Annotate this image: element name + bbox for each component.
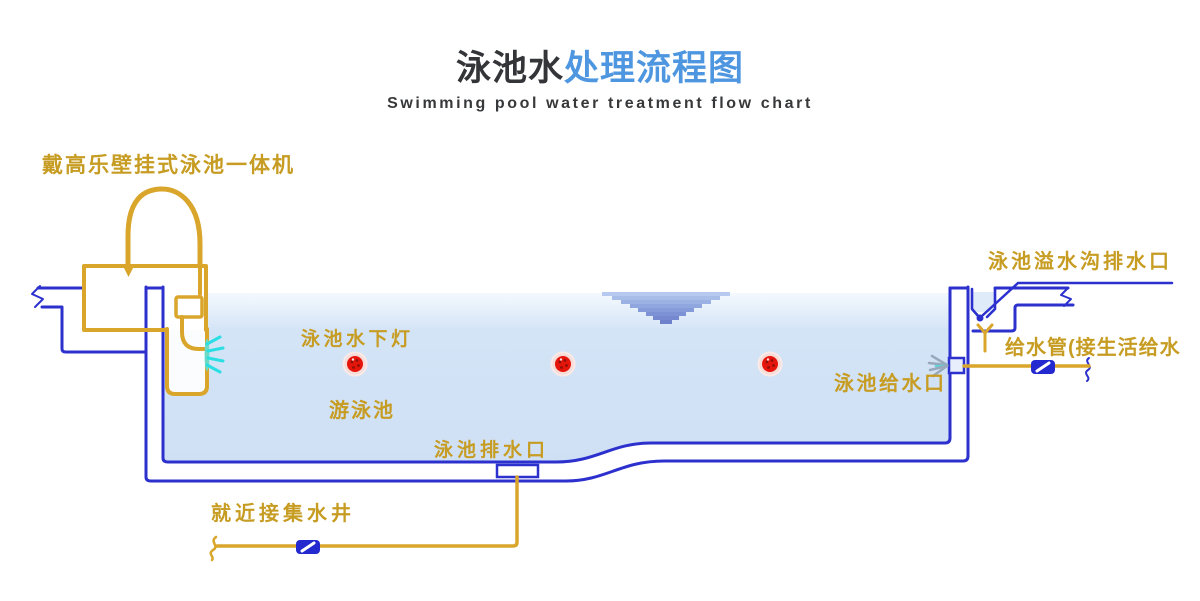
pool-structure — [31, 285, 1091, 483]
underwater-light-icon — [757, 351, 783, 377]
inlet-fitting-icon — [947, 356, 966, 375]
label-collection-well: 就近接集水井 — [211, 503, 355, 525]
gold-pipework — [82, 186, 1091, 562]
page-title-black: 泳池水 — [455, 49, 564, 88]
page-title: 泳池水处理流程图 — [0, 49, 1200, 89]
label-pool-drain: 泳池排水口 — [434, 440, 550, 461]
page-subtitle: Swimming pool water treatment flow chart — [387, 94, 813, 112]
label-machine: 戴高乐壁挂式泳池一体机 — [42, 154, 295, 177]
underwater-light-icon — [550, 351, 576, 377]
main-drain-icon — [495, 463, 540, 479]
label-overflow-gutter-drain: 泳池溢水沟排水口 — [988, 251, 1172, 273]
overflow-callout — [976, 281, 1174, 322]
machine-arrow-icon — [123, 266, 134, 277]
water-surface-icon — [602, 292, 730, 324]
valve-icon-supply — [1031, 360, 1055, 374]
pool-water — [164, 292, 995, 462]
machine-jet-icon — [204, 335, 225, 374]
underwater-lights — [342, 351, 783, 377]
underwater-light-icon — [342, 351, 368, 377]
label-underwater-light: 泳池水下灯 — [301, 329, 414, 350]
label-supply-pipe: 给水管(接生活给水 — [1005, 337, 1181, 359]
page-title-blue: 处理流程图 — [564, 49, 745, 88]
label-swimming-pool: 游泳池 — [329, 400, 395, 422]
inlet-jet-icon — [927, 354, 949, 378]
label-pool-inlet: 泳池给水口 — [834, 373, 947, 395]
header: 泳池水处理流程图 Swimming pool water treatment f… — [0, 49, 1200, 113]
valve-icon-well — [296, 540, 320, 554]
